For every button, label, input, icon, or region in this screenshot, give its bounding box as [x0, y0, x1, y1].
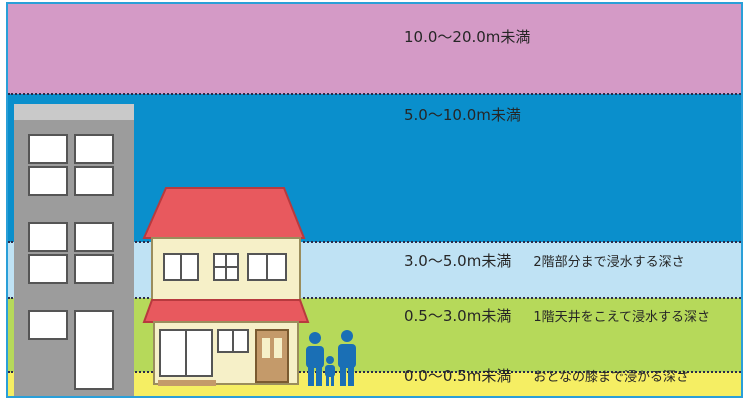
level-note: 1階天井をこえて浸水する深さ — [533, 310, 710, 325]
band-10-20m — [8, 4, 741, 94]
divider-line — [8, 93, 741, 95]
level-label: 10.0〜20.0m未満 — [404, 28, 531, 46]
apartment-building-icon — [14, 104, 134, 396]
divider-line — [8, 297, 741, 299]
divider-line — [8, 241, 741, 243]
level-note: 2階部分まで浸水する深さ — [533, 255, 685, 270]
divider-line — [8, 371, 741, 373]
level-label: 5.0〜10.0m未満 — [404, 106, 521, 124]
family-icon — [306, 330, 356, 386]
level-note: おとなの膝まで浸かる深さ — [533, 370, 689, 385]
level-label: 0.0〜0.5m未満おとなの膝まで浸かる深さ — [404, 367, 689, 385]
house-icon — [142, 187, 310, 386]
